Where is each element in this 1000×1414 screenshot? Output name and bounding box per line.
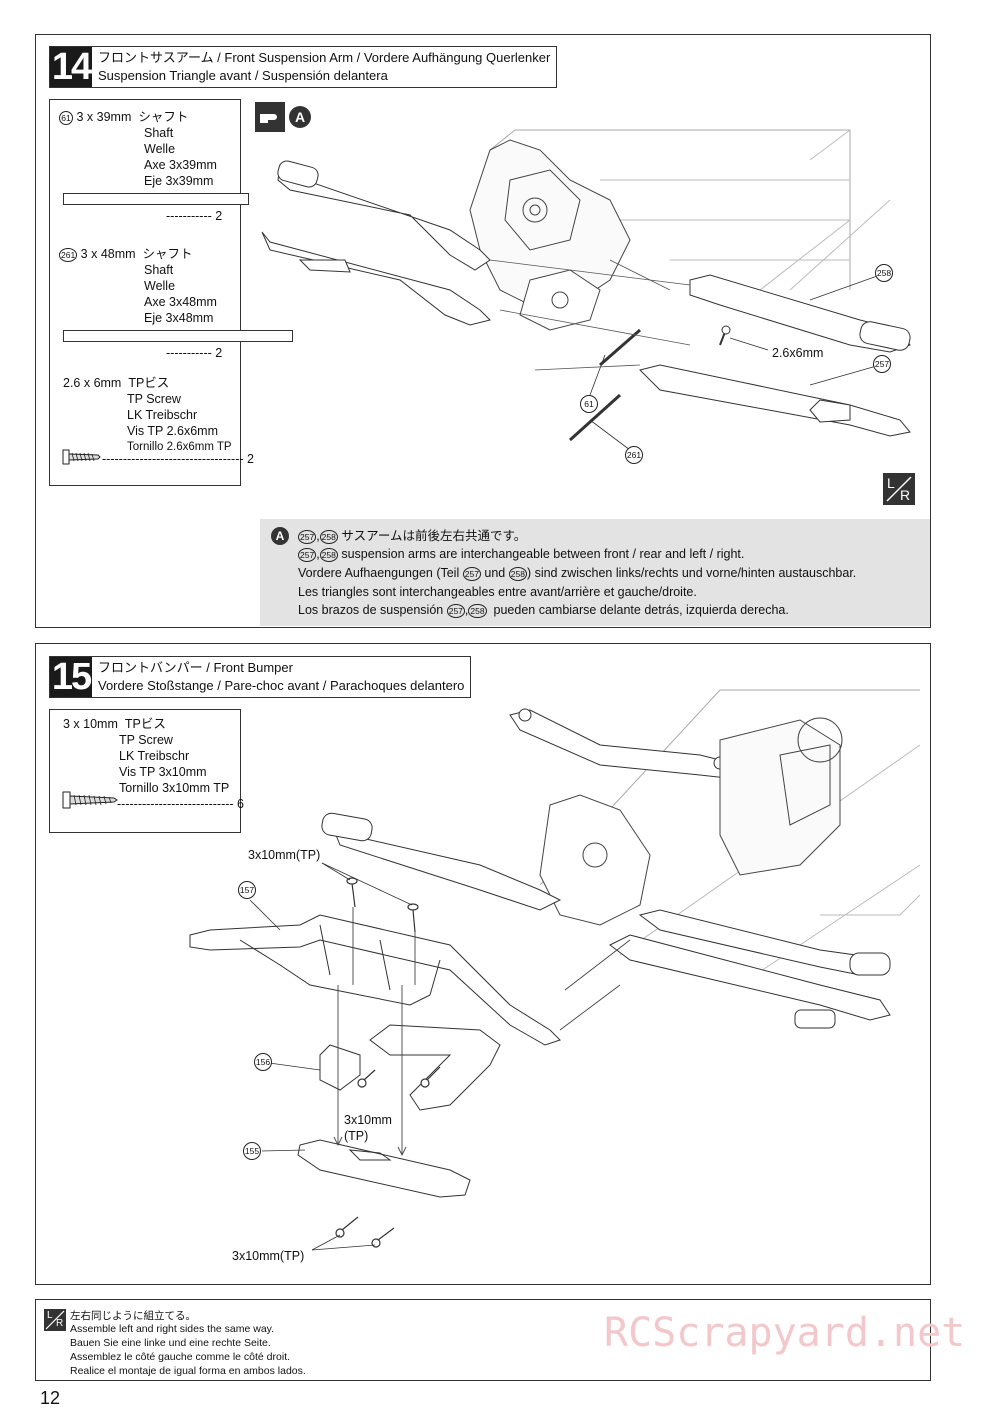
footer-note-box [35,1299,931,1381]
callout-part-155: 155 [243,1142,261,1160]
part-name-fr: Axe 3x39mm [144,158,217,172]
part-name-fr: Vis TP 3x10mm [119,765,207,779]
part-size: 2.6 x 6mm [63,376,122,390]
step-14-header: 14 フロントサスアーム / Front Suspension Arm / Vo… [49,46,558,88]
callout-part-157: 157 [238,881,256,899]
part-name-es: Eje 3x39mm [144,174,214,188]
part-name-de: LK Treibschr [119,749,190,763]
parts-list-box [49,709,241,833]
left-right-symmetry-icon: L R [883,473,915,505]
part-name-jp: TPビス [124,717,166,731]
step-title: フロントサスアーム / Front Suspension Arm / Vorde… [92,47,556,87]
callout-screw-mid: 3x10mm [344,1113,392,1127]
svg-text:A: A [295,109,305,125]
part-size: 3 x 10mm [63,717,118,731]
part-name-es: Eje 3x48mm [144,311,214,325]
part-name-jp: TPビス [128,376,170,390]
parts-list-box [49,99,241,486]
pointing-hand-icon: A [255,102,311,132]
part-quantity: ---------------------------- 6 [117,797,244,811]
screw-icon [62,449,101,465]
part-name-jp: シャフト [138,110,189,124]
suspension-arm-diagram [261,129,911,451]
part-name-es: Tornillo 3x10mm TP [119,781,230,795]
callout-part-257: 257 [873,355,891,373]
part-name-es: Tornillo 2.6x6mm TP [127,441,232,453]
step-title-line2: Vordere Stoßstange / Pare-choc avant / P… [98,678,465,693]
watermark: RCScrapyard.net [604,1310,966,1356]
callout-part-258: 258 [875,264,893,282]
note-line-de: Vordere Aufhaengungen (Teil 257 und 258)… [298,566,857,581]
part-name-de: Welle [144,279,176,293]
page-number: 12 [40,1388,61,1408]
step-title-line1: フロントバンパー / Front Bumper [98,660,293,675]
part-quantity: ----------- 2 [166,346,223,360]
part-name-de: LK Treibschr [127,408,198,422]
note-line-jp: 257,258 サスアームは前後左右共通です。 [298,529,527,544]
step-title-line1: フロントサスアーム / Front Suspension Arm / Vorde… [98,50,551,65]
shaft-48mm-illustration [63,330,293,342]
part-name-de: Welle [144,142,176,156]
part-quantity: ---------------------------------- 2 [102,452,254,466]
note-line-en: 257,258 suspension arms are interchangea… [298,547,745,562]
screw-icon [62,791,118,809]
callout-part-61: 61 [580,395,598,413]
step-title: フロントバンパー / Front Bumper Vordere Stoßstan… [92,657,470,697]
part-name-fr: Vis TP 2.6x6mm [127,424,219,438]
left-right-symmetry-icon: L R [44,1309,66,1331]
note-box [260,519,930,626]
footer-line-jp: 左右同じように組立てる。 [70,1310,196,1322]
part-screw-header: 2.6 x 6mm TPビス [63,375,169,391]
part-shaft48-header: 261 3 x 48mm シャフト [59,246,193,262]
part-screw-header: 3 x 10mm TPビス [63,716,166,732]
callout-screw-mid-tp: (TP) [344,1129,369,1143]
part-quantity: ----------- 2 [166,209,223,223]
callout-screw-bottom: 3x10mm(TP) [232,1249,305,1263]
footer-line-de: Bauen Sie eine linke und eine rechte Sei… [70,1337,271,1349]
note-badge-a: A [271,527,289,545]
callout-part-261: 261 [625,446,643,464]
part-ref-badge: 261 [59,247,78,262]
callout-part-156: 156 [254,1053,272,1071]
part-name-jp: シャフト [142,247,193,261]
step-number: 15 [50,656,92,698]
part-ref-badge: 61 [59,110,73,125]
part-name-en: Shaft [144,126,174,140]
part-name-fr: Axe 3x48mm [144,295,217,309]
footer-line-fr: Assemblez le côté gauche comme le côté d… [70,1351,291,1363]
part-name-en: Shaft [144,263,174,277]
part-size: 3 x 39mm [76,110,132,124]
part-size: 3 x 48mm [80,247,136,261]
footer-line-en: Assemble left and right sides the same w… [70,1323,275,1335]
part-shaft39-header: 61 3 x 39mm シャフト [59,109,188,125]
footer-line-es: Realice el montaje de igual forma en amb… [70,1365,306,1377]
step-15-header: 15 フロントバンパー / Front Bumper Vordere Stoßs… [49,656,472,698]
note-line-fr: Les triangles sont interchangeables entr… [298,585,697,599]
part-name-en: TP Screw [127,392,181,406]
step-title-line2: Suspension Triangle avant / Suspensión d… [98,68,388,83]
note-line-es: Los brazos de suspensión 257,258 pueden … [298,603,789,618]
step-number: 14 [50,46,92,88]
callout-screw-top: 3x10mm(TP) [248,848,321,862]
callout-screw-size: 2.6x6mm [772,346,824,360]
shaft-39mm-illustration [63,193,249,205]
part-name-en: TP Screw [119,733,173,747]
front-bumper-diagram [189,689,921,1251]
